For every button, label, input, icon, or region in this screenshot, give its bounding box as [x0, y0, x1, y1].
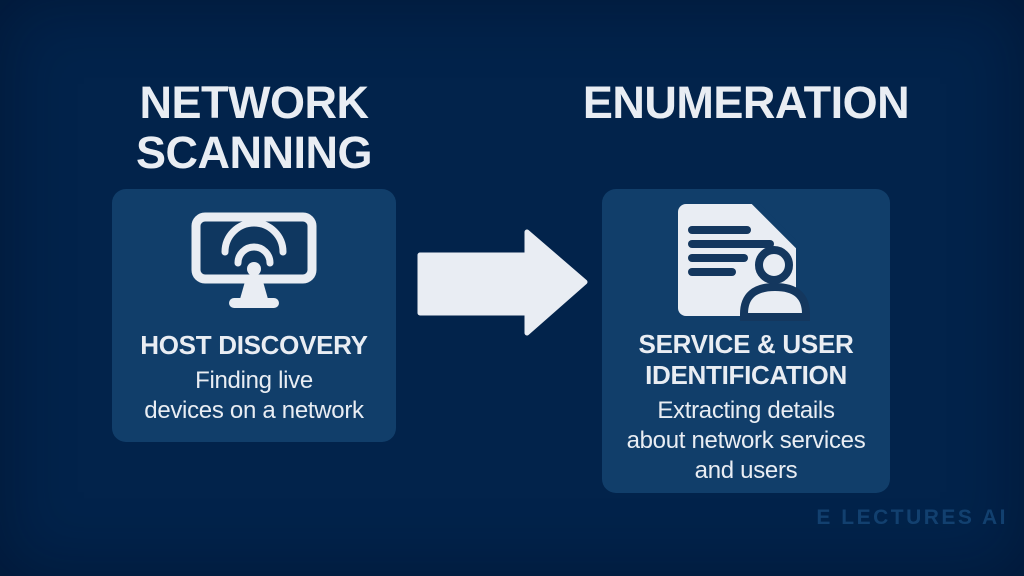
monitor-wifi-icon [191, 212, 317, 312]
right-arrow-icon [417, 229, 589, 341]
document-user-icon [674, 197, 818, 323]
watermark-e-lectures-ai: E LECTURES AI [816, 506, 1008, 529]
title-enumeration: ENUMERATION [582, 77, 910, 128]
card-heading: HOST DISCOVERY [140, 330, 368, 360]
